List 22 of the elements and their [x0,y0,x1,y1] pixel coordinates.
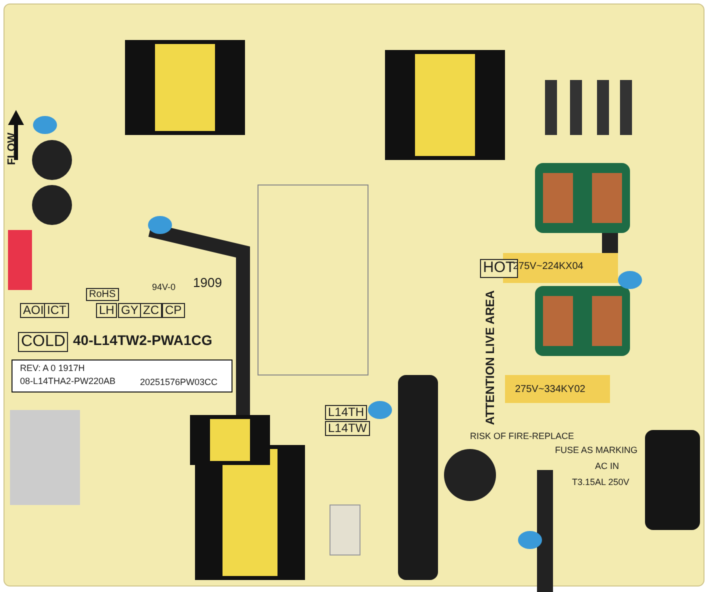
board-marking: L14TH [325,405,368,420]
board-marking: T3.15AL 250V [572,478,630,488]
board-marking: RISK OF FIRE-REPLACE [470,432,574,442]
board-marking: 40-L14TW2-PWA1CG [73,333,212,348]
board-marking: AC IN [595,462,620,472]
board-marking: L14TW [325,421,370,436]
board-marking: LH [96,303,118,318]
board-marking: 275V~334KY02 [515,384,586,395]
board-marking: 94V-0 [152,283,176,293]
sticker-text: 08-L14THA2-PW220AB [20,377,116,387]
board-marking: FUSE AS MARKING [555,446,638,456]
board-marking: ZC [140,303,162,318]
sticker-text: REV: A 0 1917H [20,364,85,374]
board-marking: ICT [44,303,70,318]
board-marking: FLOW [6,132,18,165]
board-marking: GY [118,303,142,318]
board-marking: CP [162,303,185,318]
board-marking: ATTENTION LIVE AREA [484,290,498,425]
board-marking: RoHS [86,288,119,301]
board-marking: 1909 [193,276,222,290]
sticker-text: 20251576PW03CC [140,378,218,388]
board-marking: COLD [18,332,68,352]
